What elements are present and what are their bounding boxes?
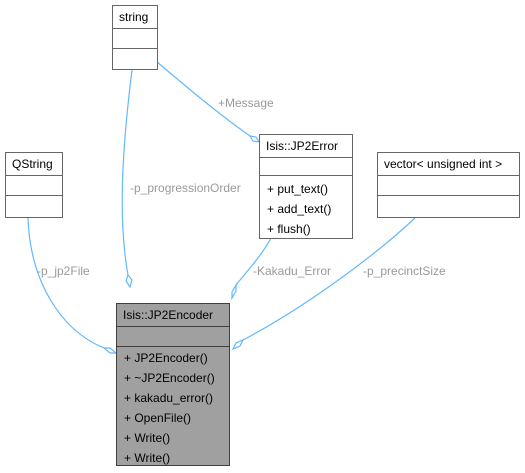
class-vector-methods: [378, 196, 519, 216]
class-jp2encoder[interactable]: Isis::JP2Encoder + JP2Encoder() + ~JP2En…: [116, 303, 230, 466]
class-vector-attributes: [378, 176, 519, 196]
class-qstring-attributes: [6, 176, 62, 196]
method-open-file: + OpenFile(): [124, 411, 192, 425]
method-put-text: + put_text(): [267, 182, 329, 196]
method-kakadu-error: + kakadu_error(): [124, 391, 214, 405]
edge-kakadu-error-diamond: [231, 282, 237, 301]
class-qstring-title: QString: [6, 153, 62, 176]
edge-label-kakadu-error: -Kakadu_Error: [253, 264, 332, 278]
edge-label-progression-order: -p_progressionOrder: [130, 181, 241, 195]
edge-label-message: +Message: [218, 96, 274, 110]
edge-jp2-file-diamond: [102, 347, 118, 354]
class-jp2encoder-attributes: [117, 327, 229, 347]
edge-kakadu-error: [235, 237, 272, 286]
class-qstring-methods: [6, 196, 62, 216]
class-string-methods: [113, 49, 157, 69]
class-jp2encoder-methods: + JP2Encoder() + ~JP2Encoder() + kakadu_…: [117, 347, 229, 468]
edge-progression-order-diamond: [125, 273, 133, 289]
class-jp2error[interactable]: Isis::JP2Error + put_text() + add_text()…: [259, 134, 353, 239]
edge-message: [149, 55, 251, 137]
edge-message-diamond: [248, 135, 261, 143]
method-flush: + flush(): [267, 222, 311, 236]
class-vector-title: vector< unsigned int >: [378, 153, 519, 176]
method-jp2encoder-dtor: + ~JP2Encoder(): [124, 371, 215, 385]
class-jp2error-attributes: [260, 158, 352, 176]
class-jp2error-methods: + put_text() + add_text() + flush(): [260, 176, 352, 239]
edge-precinct-size: [242, 217, 416, 341]
class-qstring[interactable]: QString: [5, 152, 63, 218]
method-write-1: + Write(): [124, 431, 171, 445]
method-jp2encoder-ctor: + JP2Encoder(): [124, 351, 208, 365]
edge-label-precinct-size: -p_precinctSize: [363, 264, 446, 278]
edge-label-jp2-file: -p_jp2File: [37, 264, 90, 278]
class-jp2encoder-title: Isis::JP2Encoder: [117, 304, 229, 327]
method-add-text: + add_text(): [267, 202, 332, 216]
class-string-title: string: [113, 6, 157, 29]
method-write-2: + Write(): [124, 451, 171, 465]
class-string[interactable]: string: [112, 5, 158, 70]
class-jp2error-title: Isis::JP2Error: [260, 135, 352, 158]
edge-jp2-file: [27, 217, 105, 349]
class-vector-unsigned-int[interactable]: vector< unsigned int >: [377, 152, 520, 218]
edge-progression-order: [121, 69, 133, 276]
class-string-attributes: [113, 29, 157, 49]
edge-precinct-size-diamond: [231, 338, 245, 351]
